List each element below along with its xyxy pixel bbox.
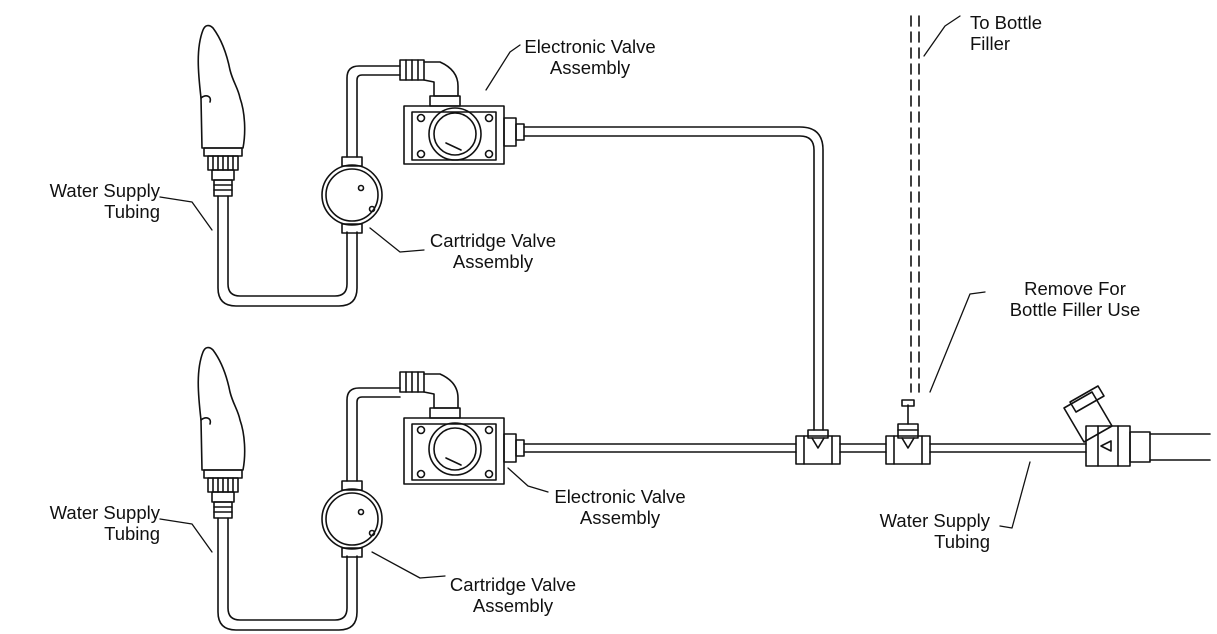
supply-line-top-to-tee bbox=[523, 126, 824, 431]
electronic-valve-top bbox=[399, 59, 525, 165]
tee-fitting-right bbox=[885, 399, 931, 465]
main-supply-line bbox=[523, 443, 1087, 453]
push-button-bottom bbox=[197, 346, 246, 519]
strainer-fitting bbox=[1063, 385, 1211, 467]
tee-fitting-left bbox=[795, 429, 841, 465]
electronic-valve-bottom bbox=[399, 371, 525, 485]
water-supply-tubing-top bbox=[217, 195, 358, 307]
cartridge-valve-top bbox=[321, 65, 401, 234]
push-button-top bbox=[197, 24, 246, 197]
water-supply-tubing-bottom bbox=[217, 517, 358, 631]
cartridge-valve-bottom bbox=[321, 387, 401, 558]
leader-lines bbox=[159, 15, 1031, 579]
bottle-filler-line-dashed bbox=[910, 15, 920, 393]
